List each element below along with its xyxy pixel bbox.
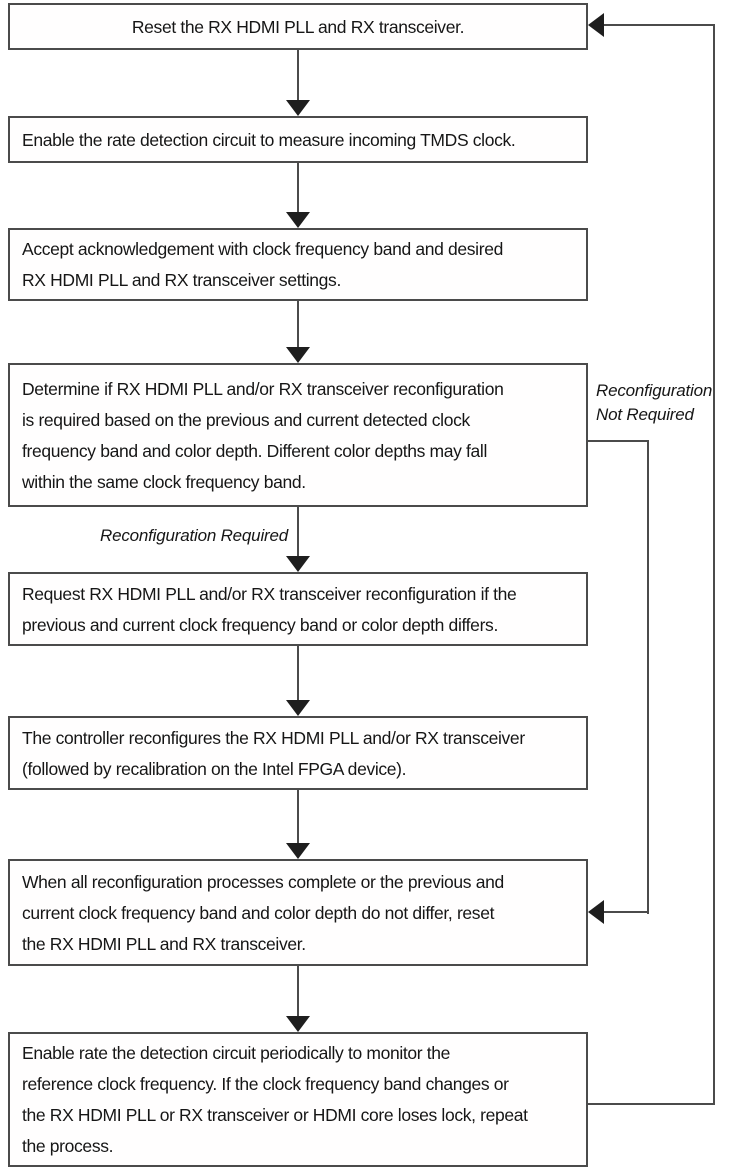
arrowhead-down-icon [286,843,310,859]
flow-step-controller-reconfigures: The controller reconfigures the RX HDMI … [8,716,588,790]
connector-line-not-required-down [647,440,649,914]
flow-step-text: current clock frequency band and color d… [22,902,495,923]
arrowhead-left-icon [588,900,604,924]
flow-step-text: When all reconfiguration processes compl… [22,871,504,892]
flow-step-text: Reset the RX HDMI PLL and RX transceiver… [131,16,465,37]
connector-line [297,507,299,557]
flow-step-text: the RX HDMI PLL and RX transceiver. [22,933,306,954]
arrowhead-down-icon [286,700,310,716]
flow-step-enable-rate-detection: Enable the rate detection circuit to mea… [8,116,588,163]
connector-line-feedback-up [713,24,715,1105]
flow-step-accept-acknowledgement: Accept acknowledgement with clock freque… [8,228,588,301]
flow-step-text: Request RX HDMI PLL and/or RX transceive… [22,583,517,604]
flow-step-complete-and-reset: When all reconfiguration processes compl… [8,859,588,966]
arrowhead-left-icon [588,13,604,37]
connector-line-feedback-out [588,1103,715,1105]
flow-step-text: the RX HDMI PLL or RX transceiver or HDM… [22,1105,528,1125]
arrowhead-down-icon [286,556,310,572]
connector-line [297,646,299,701]
flow-step-reset: Reset the RX HDMI PLL and RX transceiver… [8,3,588,50]
connector-line-not-required-out [588,440,649,442]
flow-step-text: within the same clock frequency band. [22,471,306,492]
connector-line [297,50,299,101]
flow-step-text: (followed by recalibration on the Intel … [22,758,407,779]
connector-line [297,790,299,844]
flow-step-text: The controller reconfigures the RX HDMI … [22,727,525,748]
flow-step-text: Enable the rate detection circuit to mea… [22,129,516,150]
flow-step-text: frequency band and color depth. Differen… [22,440,488,461]
connector-line [297,966,299,1017]
flow-step-text: Enable rate the detection circuit period… [22,1043,451,1063]
connector-line-feedback-in [602,24,715,26]
flow-step-text: previous and current clock frequency ban… [22,614,498,635]
flow-step-text: Accept acknowledgement with clock freque… [22,239,503,259]
flow-step-text: is required based on the previous and cu… [22,409,470,430]
arrowhead-down-icon [286,1016,310,1032]
flow-step-monitor-periodically: Enable rate the detection circuit period… [8,1032,588,1167]
connector-line [297,163,299,213]
connector-line-not-required-in [602,911,649,913]
flow-step-text: Determine if RX HDMI PLL and/or RX trans… [22,378,504,399]
flow-step-text: reference clock frequency. If the clock … [22,1074,509,1094]
flow-step-request-reconfiguration: Request RX HDMI PLL and/or RX transceive… [8,572,588,646]
branch-label-reconfiguration-not-required: Reconfiguration Not Required [596,381,713,424]
arrowhead-down-icon [286,347,310,363]
flow-step-text: RX HDMI PLL and RX transceiver settings. [22,270,341,290]
arrowhead-down-icon [286,100,310,116]
flow-step-text: the process. [22,1136,114,1156]
arrowhead-down-icon [286,212,310,228]
branch-label-reconfiguration-required: Reconfiguration Required [100,526,288,545]
connector-line [297,301,299,348]
flow-step-determine-reconfiguration: Determine if RX HDMI PLL and/or RX trans… [8,363,588,507]
